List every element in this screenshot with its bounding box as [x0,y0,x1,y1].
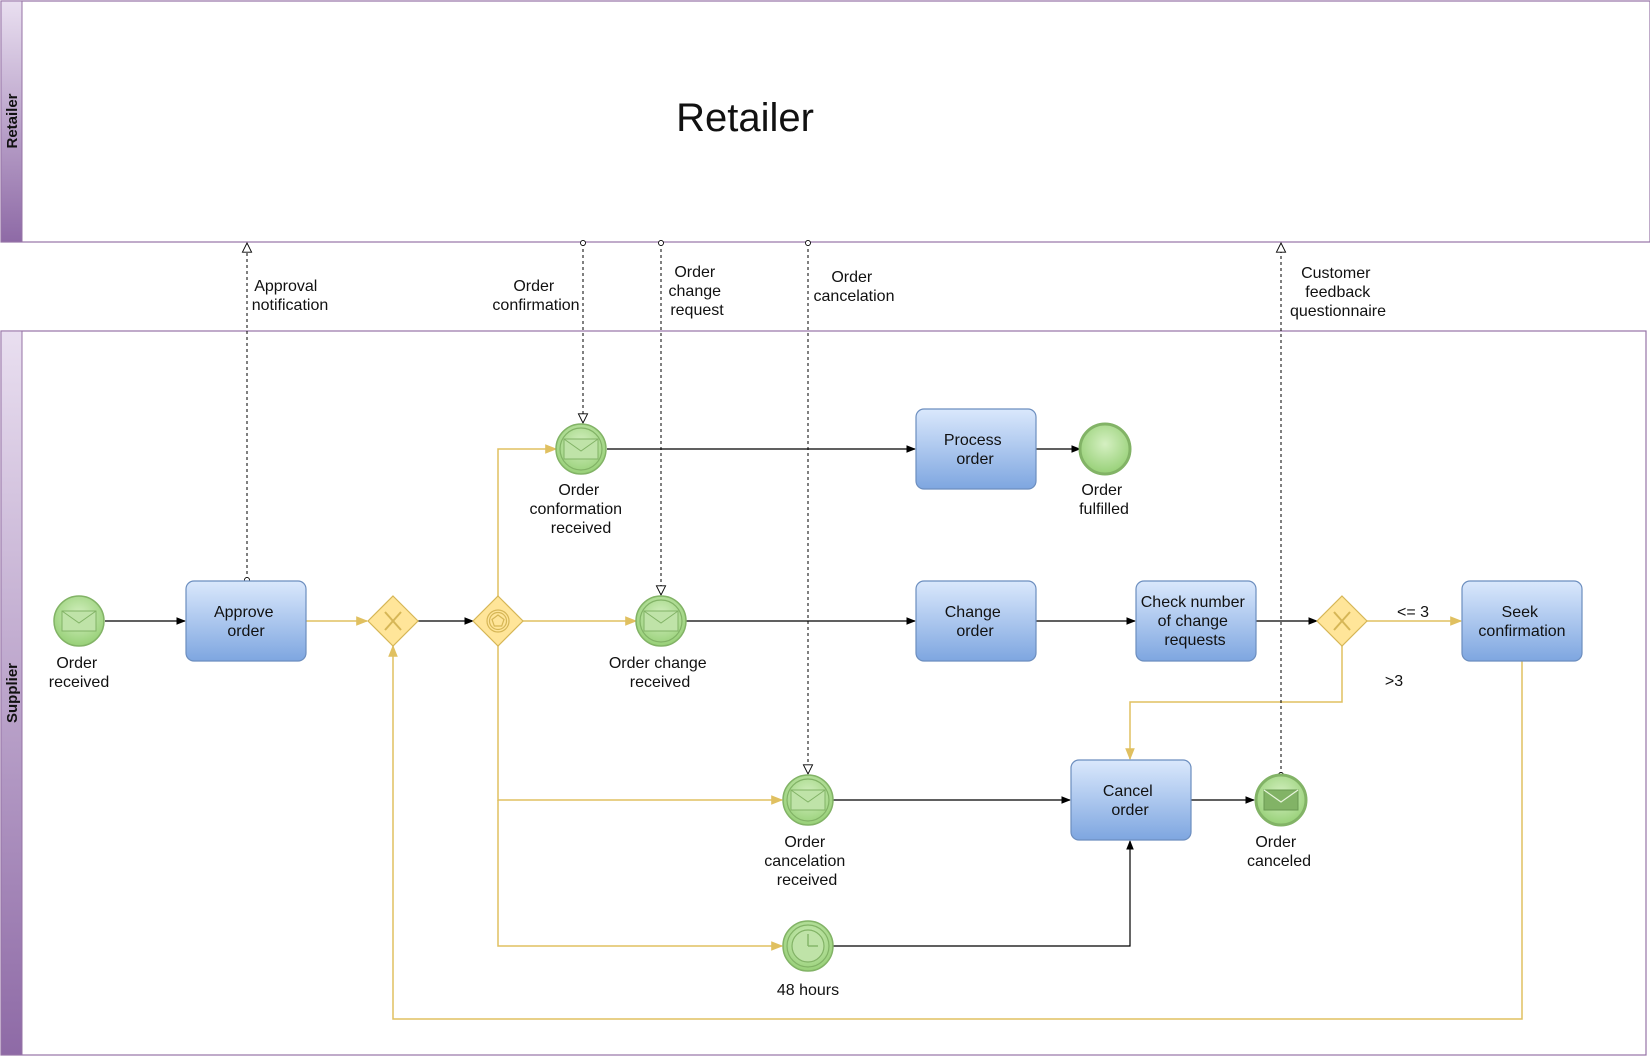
task-process-order-line1: Process [944,432,1002,449]
task-process-order[interactable]: Process order [915,408,1037,490]
label-order-cancelation: Order cancelation [814,269,895,305]
task-cancel-order-line1: Cancel [1103,783,1153,800]
task-change-order-line1: Change [945,604,1001,621]
event-based-gateway[interactable] [472,595,524,647]
label-order-fulfilled: Order fulfilled [1079,482,1129,518]
pool-retailer-title: Retailer [676,96,814,140]
task-check-number-line1: Check number [1141,594,1246,611]
message-flows [247,243,1281,775]
flow-timer-to-cancel [833,840,1134,947]
task-cancel-order-line2: order [1111,802,1149,819]
svg-text:Cancel order: Cancel order [1103,783,1157,819]
task-check-number-line3: requests [1164,632,1225,649]
label-order-conformation-received: Order conformation received [530,482,627,537]
label-condition-gt3: >3 [1385,673,1403,690]
end-event-order-canceled[interactable] [1254,773,1308,827]
label-approval-notification: Approval notification [252,278,329,314]
flow-xor-gt3-to-cancel [1125,646,1343,761]
start-event-order-received[interactable] [53,595,105,647]
label-48-hours: 48 hours [777,982,839,999]
task-approve-order-line2: order [227,623,265,640]
task-approve-order[interactable]: Approve order [185,580,307,662]
label-customer-feedback-questionnaire: Customer feedback questionnaire [1290,265,1386,320]
clock-icon [791,929,825,963]
x-icon [1333,611,1351,631]
event-order-conformation-received[interactable] [555,423,607,475]
envelope-icon [643,610,679,632]
black-flows [105,445,1318,947]
svg-text:Seek confirmation: Seek confirmation [1478,604,1565,640]
label-order-cancelation-received: Order cancelation received [764,834,849,889]
yellow-flows [306,444,1523,1020]
pool-retailer: Retailer Retailer [0,0,1650,243]
svg-text:Process order: Process order [944,432,1006,468]
end-event-order-fulfilled[interactable] [1078,422,1132,476]
svg-text:Check number of change: Check number of change requests [1141,594,1250,649]
task-seek-confirmation-line1: Seek [1502,604,1539,621]
envelope-icon [1263,789,1299,811]
task-cancel-order[interactable]: Cancel order [1070,759,1192,841]
label-order-confirmation: Order confirmation [492,278,579,314]
label-order-canceled: Order canceled [1247,834,1311,870]
flow-eb-to-timer [497,800,784,951]
envelope-icon [61,610,97,632]
label-order-change-request: Order change request [669,264,726,319]
task-check-number-line2: of change [1158,613,1228,630]
flow-seek-loopback [388,644,1523,1020]
timer-event-48-hours[interactable] [782,920,834,972]
exclusive-gateway-decision[interactable] [1316,595,1368,647]
task-change-order[interactable]: Change order [915,580,1037,662]
label-order-change-received: Order change received [609,655,711,691]
exclusive-gateway-merge[interactable] [367,595,419,647]
pool-supplier-side-label: Supplier [4,663,21,723]
envelope-icon [790,789,826,811]
event-order-change-received[interactable] [635,595,687,647]
svg-text:Change order: Change order [945,604,1006,640]
task-seek-confirmation-line2: confirmation [1478,623,1565,640]
label-condition-le3: <= 3 [1397,604,1429,621]
task-seek-confirmation[interactable]: Seek confirmation [1461,580,1583,662]
task-check-number-of-change-requests[interactable]: Check number of change requests [1135,580,1257,662]
x-icon [384,611,402,631]
envelope-icon [563,438,599,460]
event-order-cancelation-received[interactable] [782,774,834,826]
task-change-order-line2: order [956,623,994,640]
task-approve-order-line1: Approve [214,604,274,621]
pool-retailer-side-label: Retailer [4,93,21,148]
pentagon-icon [486,609,510,633]
task-process-order-line2: order [956,451,994,468]
label-order-received: Order received [49,655,109,691]
flow-eb-to-confirmation [497,444,558,621]
svg-text:Approve order: Approve order [214,604,278,640]
